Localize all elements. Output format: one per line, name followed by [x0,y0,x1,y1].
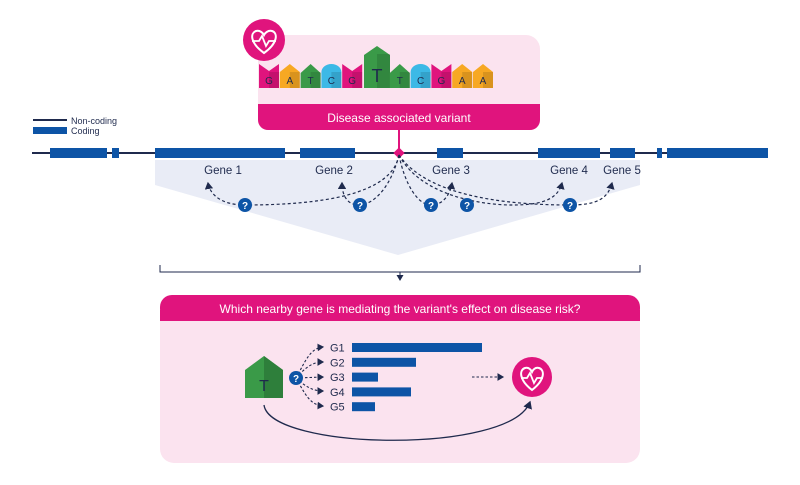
gene-label: Gene 4 [550,165,588,177]
bracket [159,265,641,281]
base-letter: A [480,76,487,87]
link-gene-5 [398,154,615,206]
base-T: T [364,46,390,88]
base-letter: A [286,76,293,87]
variant-label: Disease associated variant [327,111,471,125]
bar-label: G4 [330,387,345,399]
exon [667,148,768,158]
base-A: A [473,64,493,88]
bottom-panel [160,295,640,463]
variant-base-block: T [245,356,283,398]
bar-label: G1 [330,343,345,355]
base-letter: G [438,76,446,87]
exon [657,148,662,158]
bar [352,372,378,382]
question-mark: ? [293,374,299,385]
base-G: G [342,64,363,88]
bar-label: G3 [330,372,345,384]
question-mark: ? [567,201,573,212]
base-letter: G [348,76,356,87]
exon [155,148,285,158]
gene-label: Gene 3 [432,165,470,177]
bar-label: G2 [330,357,345,369]
question-mark-circle [289,371,303,385]
base-letter: T [372,66,383,86]
base-A: A [279,64,300,88]
exon [112,148,119,158]
base-letter: T [308,76,314,87]
bar [352,387,411,397]
base-C: C [410,64,431,88]
question-mark: ? [357,201,363,212]
legend-coding-swatch [33,127,67,134]
base-G: G [431,64,452,88]
gene-label: Gene 5 [603,165,641,177]
bar [352,343,482,352]
base-G: G [259,64,279,88]
exon [50,148,107,158]
variant-base: T [259,378,269,395]
bar [352,357,416,367]
link-gene-1 [204,154,400,206]
exon [437,148,463,158]
direct-effect-curve [263,400,532,441]
gene-labels: Gene 1 Gene 2 Gene 3 Gene 4 Gene 5 [204,165,641,177]
base-T: T [389,64,410,88]
heart-pulse-icon [512,357,552,397]
exon [610,148,635,158]
heart-pulse-icon [243,19,285,61]
base-C: C [321,64,342,88]
legend-coding-label: Coding [71,126,100,136]
link-gene-4 [398,154,565,206]
question-mark: ? [464,201,470,212]
exon [538,148,600,158]
exons [50,148,768,158]
gene-label: Gene 1 [204,165,242,177]
bar-label: G5 [330,402,345,414]
bar [352,402,375,412]
question-mark: ? [242,201,248,212]
question-mark: ? [428,201,434,212]
question-text: Which nearby gene is mediating the varia… [220,302,581,316]
gene-label: Gene 2 [315,165,353,177]
base-letter: C [328,76,335,87]
question-marks: ? ? ? ? ? [238,198,577,212]
legend: Non-coding Coding [33,116,117,136]
base-A: A [452,64,473,88]
base-letter: T [397,76,403,87]
variant-marker [393,147,405,159]
base-letter: A [459,76,466,87]
base-letter: C [417,76,424,87]
legend-noncoding-label: Non-coding [71,116,117,126]
cone-region [155,160,640,255]
exon [300,148,355,158]
base-T: T [300,64,321,88]
base-letter: G [265,76,273,87]
